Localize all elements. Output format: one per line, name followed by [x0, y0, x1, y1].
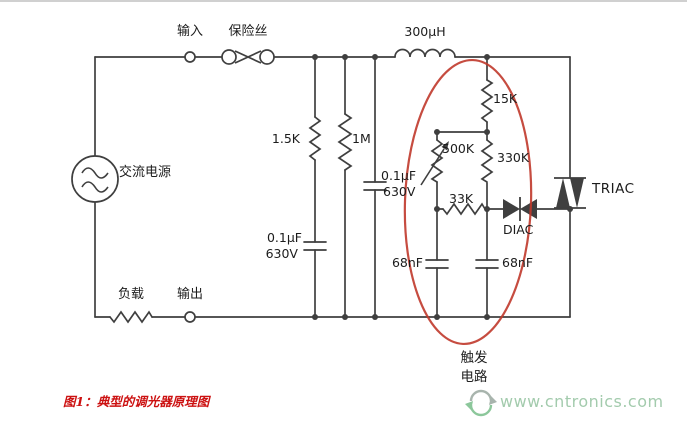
capacitor-c1-symbol [303, 241, 327, 251]
trigger-circuit-highlight-ellipse [403, 58, 533, 346]
capacitor-68nf-right-label: 68nF [502, 255, 534, 270]
capacitor-68nf-left-label: 68nF [391, 255, 423, 270]
diac-triangle-right [503, 199, 520, 219]
resistor-15k-label: 15K [493, 91, 518, 106]
load-resistor-symbol [109, 310, 153, 324]
resistor-1m-symbol [337, 113, 353, 171]
resistor-1m-label: 1M [352, 131, 371, 146]
resistor-1k5-symbol [308, 116, 322, 161]
load-label: 负载 [117, 287, 144, 302]
capacitor-c2-value-label: 0.1μF [381, 168, 417, 183]
watermark-url: www.cntronics.com [500, 392, 664, 411]
resistor-330k-symbol [480, 139, 494, 183]
ac-source-circle [71, 155, 119, 203]
junction-dots [312, 54, 573, 320]
capacitor-68nf-left-symbol [425, 259, 449, 269]
output-terminal [184, 311, 196, 323]
fuse-symbol [221, 49, 275, 65]
resistor-15k-symbol [480, 79, 494, 123]
diac-label: DIAC [503, 222, 534, 237]
figure-caption: 图1：典型的调光器原理图 [63, 394, 210, 409]
triac-triangle-down [570, 178, 584, 208]
fuse-label: 保险丝 [228, 24, 268, 39]
trigger-circuit-label-line1: 触发 [460, 350, 488, 366]
capacitor-c1-voltage-label: 630V [265, 246, 298, 261]
cntronics-logo-icon [465, 389, 497, 417]
input-label: 输入 [176, 24, 203, 39]
pot-arrow-shaft [420, 148, 445, 186]
pot-arrow-head [441, 141, 449, 151]
resistor-330k-label: 330K [497, 150, 530, 165]
triac-triangle-up [556, 178, 570, 208]
resistor-33k-label: 33K [449, 191, 474, 206]
triac-symbol [554, 177, 586, 209]
fuse-left-circle [221, 49, 237, 65]
capacitor-c1-value-label: 0.1μF [266, 230, 302, 245]
ac-source-label: 交流电源 [119, 165, 172, 180]
potentiometer-500k-symbol [430, 139, 444, 183]
fuse-cross [234, 50, 262, 64]
pot-wiper-arrow [420, 141, 449, 186]
fuse-right-circle [259, 49, 275, 65]
trigger-circuit-label-line2: 电路 [460, 369, 488, 385]
ac-source-symbol [71, 155, 119, 203]
ac-sine-icon [81, 167, 109, 193]
input-terminal [184, 51, 196, 63]
output-label: 输出 [176, 287, 203, 302]
wires [94, 48, 571, 324]
capacitor-68nf-right-symbol [475, 259, 499, 269]
diac-triangle-left [520, 199, 537, 219]
diac-symbol [503, 197, 537, 221]
triac-label: TRIAC [592, 181, 635, 197]
potentiometer-500k-label: 500K [442, 141, 475, 156]
inductor-value-label: 300μH [404, 24, 446, 39]
resistor-33k-symbol [442, 202, 486, 216]
inductor-symbol [394, 48, 456, 58]
resistor-1k5-label: 1.5K [271, 131, 300, 146]
capacitor-c2-voltage-label: 630V [383, 184, 416, 199]
